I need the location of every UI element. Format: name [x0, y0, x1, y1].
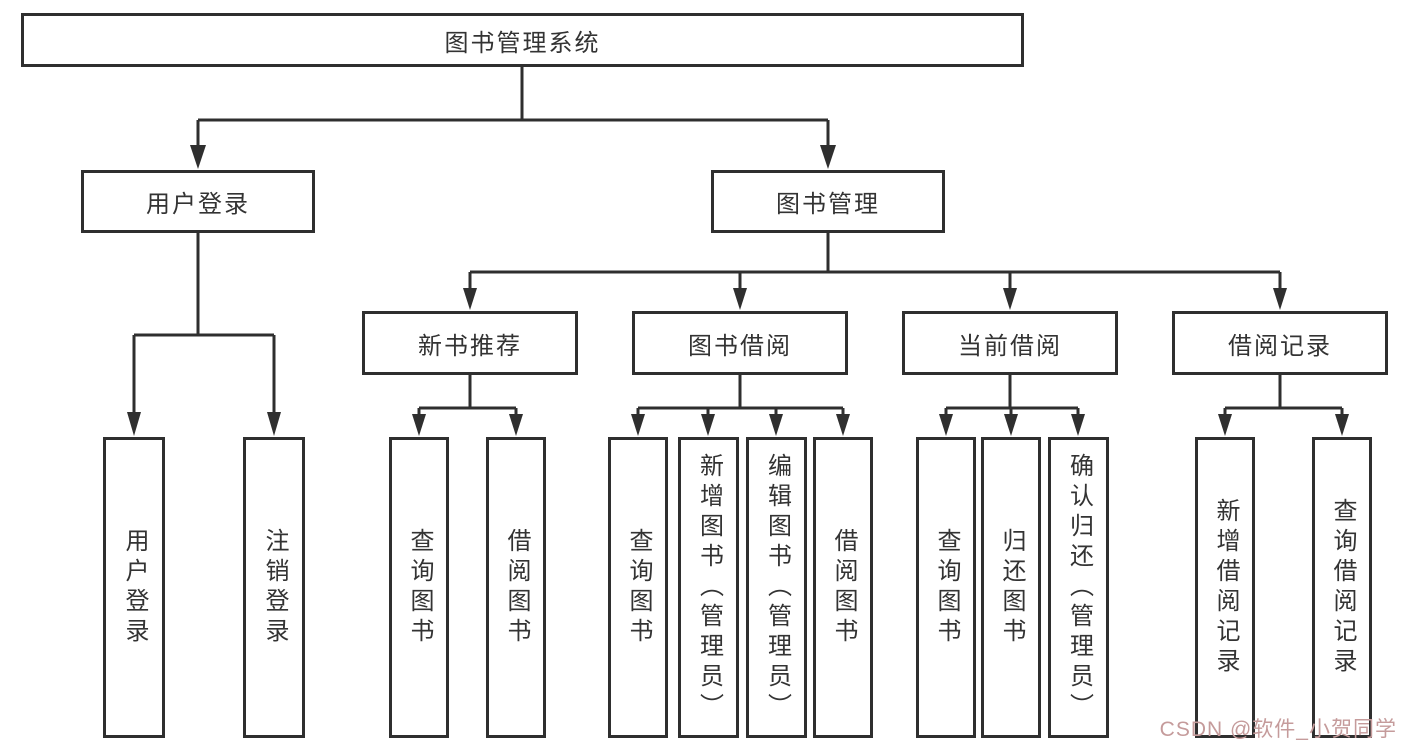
node-label: 新增借阅记录 [1212, 497, 1239, 678]
leaf-query-borrow-record: 查询借阅记录 [1312, 437, 1372, 738]
node-label: 查询图书 [406, 527, 433, 648]
leaf-edit-books-admin: 编辑图书（管理员） [746, 437, 807, 738]
leaf-query-books-borrow: 查询图书 [608, 437, 668, 738]
leaf-add-books-admin: 新增图书（管理员） [678, 437, 739, 738]
leaf-logout: 注销登录 [243, 437, 305, 738]
node-user-login: 用户登录 [81, 170, 315, 233]
node-label: 确认归还（管理员） [1065, 452, 1093, 723]
node-book-management: 图书管理 [711, 170, 945, 233]
node-label: 图书管理系统 [444, 29, 601, 57]
node-label: 查询图书 [625, 527, 652, 648]
node-label: 借阅图书 [830, 527, 857, 648]
leaf-add-borrow-record: 新增借阅记录 [1195, 437, 1255, 738]
connector-strokes [132, 67, 1344, 416]
node-library-management-system: 图书管理系统 [21, 13, 1024, 67]
leaf-confirm-return-admin: 确认归还（管理员） [1048, 437, 1109, 738]
node-label: 查询图书 [933, 527, 960, 648]
node-label: 借阅图书 [503, 527, 530, 648]
node-label: 新书推荐 [418, 332, 522, 360]
node-new-book-recommendation: 新书推荐 [362, 311, 578, 375]
node-current-borrowing: 当前借阅 [902, 311, 1118, 375]
node-label: 当前借阅 [958, 332, 1062, 360]
node-book-borrowing: 图书借阅 [632, 311, 848, 375]
leaf-borrow-books: 借阅图书 [813, 437, 873, 738]
arrowhead-icons [127, 145, 1349, 436]
node-borrowing-records: 借阅记录 [1172, 311, 1388, 375]
node-label: 借阅记录 [1228, 332, 1332, 360]
leaf-query-books-current: 查询图书 [916, 437, 976, 738]
node-label: 图书管理 [776, 191, 880, 218]
node-label: 新增图书（管理员） [695, 452, 723, 723]
node-label: 编辑图书（管理员） [763, 452, 791, 723]
node-label: 用户登录 [146, 191, 250, 218]
node-label: 用户登录 [121, 527, 148, 648]
watermark: CSDN @软件_小贺同学 [1159, 718, 1397, 741]
node-label: 归还图书 [998, 527, 1025, 648]
node-label: 注销登录 [261, 527, 288, 648]
leaf-borrow-books-recommend: 借阅图书 [486, 437, 546, 738]
leaf-user-login: 用户登录 [103, 437, 165, 738]
node-label: 图书借阅 [688, 332, 792, 360]
leaf-return-books: 归还图书 [981, 437, 1041, 738]
node-label: 查询借阅记录 [1329, 497, 1356, 678]
leaf-query-books-recommend: 查询图书 [389, 437, 449, 738]
